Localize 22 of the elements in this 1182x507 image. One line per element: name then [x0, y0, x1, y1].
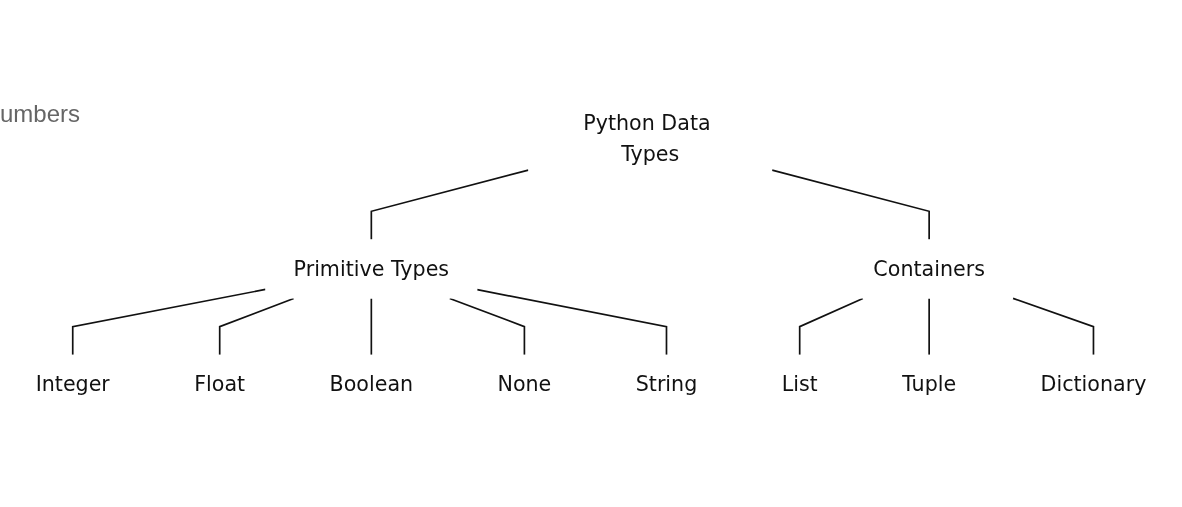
connector: [771, 169, 930, 241]
text-label: umbers: [0, 100, 81, 128]
connector: [71, 288, 267, 356]
node-text: Containers: [873, 257, 985, 281]
connector: [370, 169, 530, 241]
node-text: Dictionary: [1040, 372, 1147, 397]
node-text: Integer: [35, 372, 110, 397]
node-text: Float: [194, 372, 246, 397]
connector: [1012, 297, 1095, 356]
connector: [448, 297, 526, 356]
connector: [476, 288, 668, 356]
node-text: String: [635, 372, 698, 397]
node-text: None: [497, 372, 552, 397]
connector: [928, 297, 930, 356]
connector: [218, 297, 295, 356]
node-text: Boolean: [329, 372, 414, 397]
connector: [370, 297, 373, 356]
node-text: List: [781, 372, 818, 397]
connector: [798, 297, 864, 356]
node-text: Primitive Types: [293, 257, 450, 281]
node-text: Python Data Types: [583, 110, 711, 166]
node-text: Tuple: [902, 372, 957, 397]
